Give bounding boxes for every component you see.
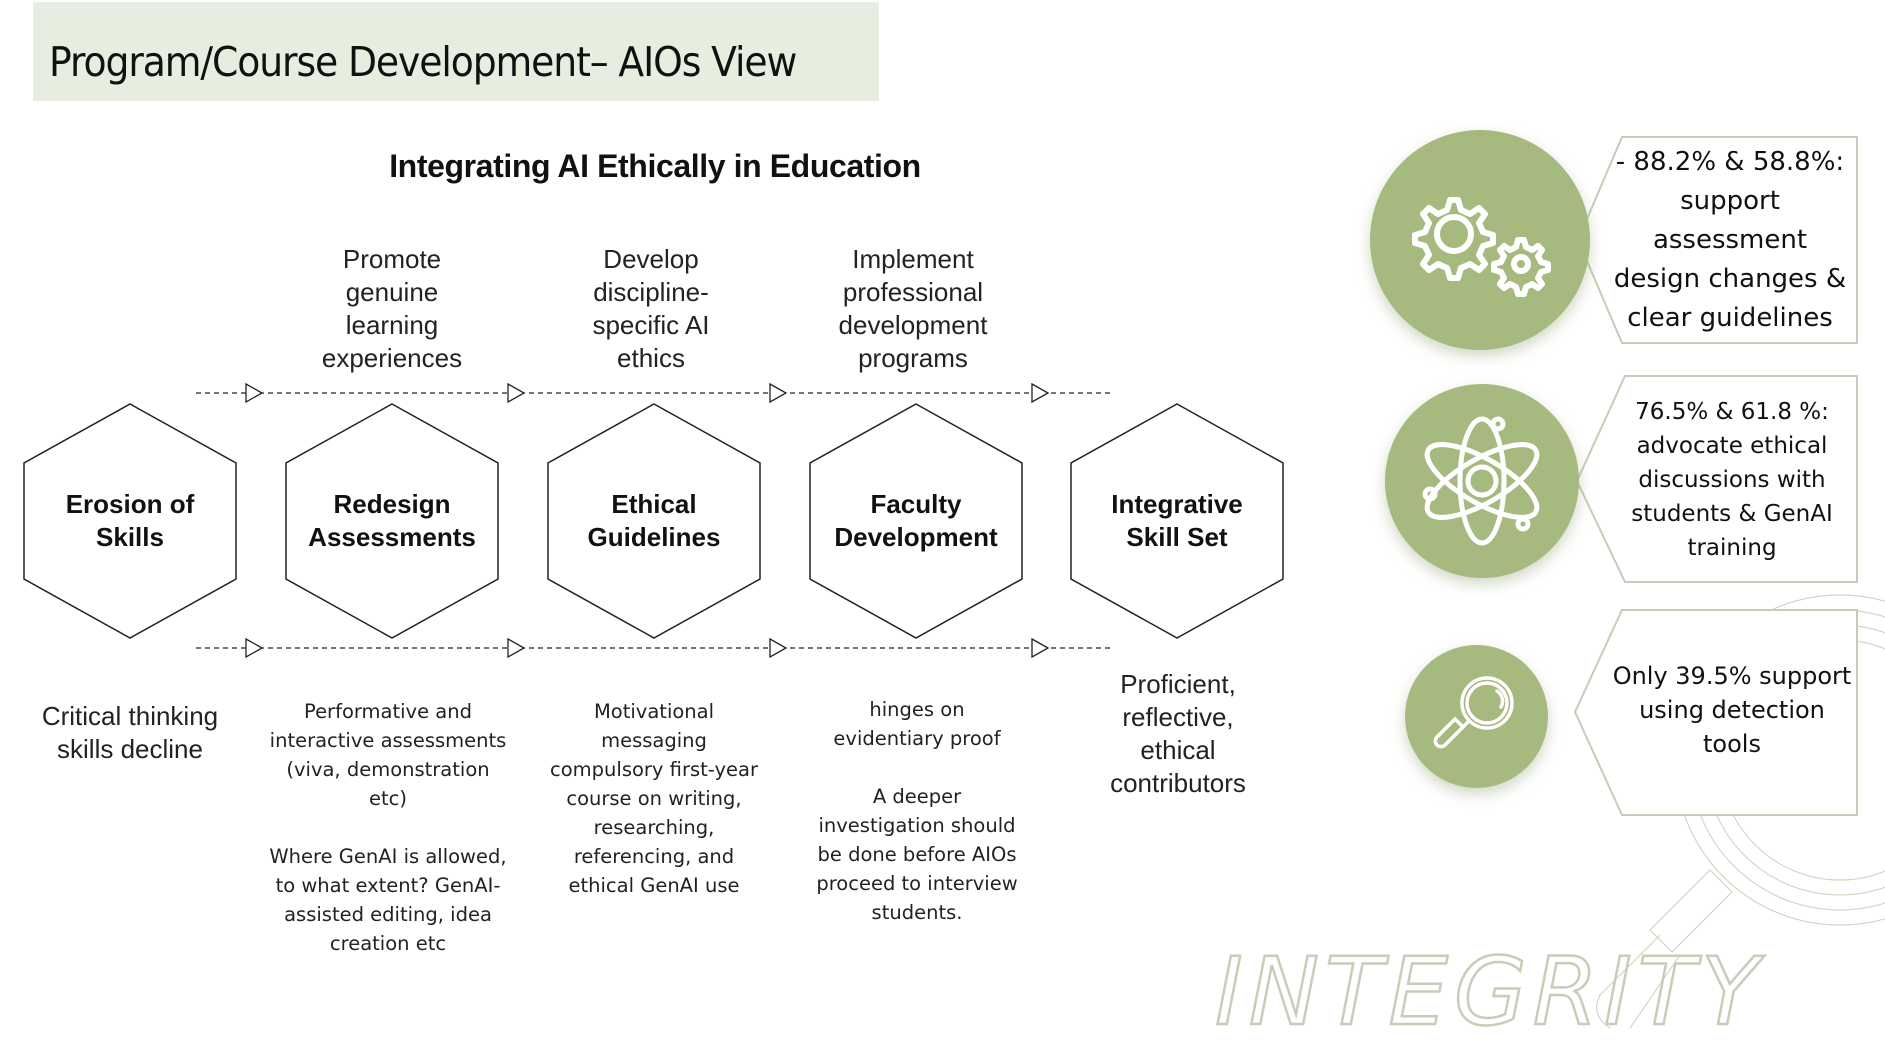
stat-text-2: 76.5% & 61.8 %: advocate ethical discuss… xyxy=(1631,399,1833,561)
integrity-watermark: INTEGRITY xyxy=(1214,937,1765,1047)
arrowhead-icons xyxy=(245,382,1050,659)
hexagon-ethical-guidelines: Ethical Guidelines xyxy=(547,403,761,639)
hexagon-redesign-assessments: Redesign Assessments xyxy=(285,403,499,639)
step-label-develop: Develop discipline- specific AI ethics xyxy=(592,244,710,373)
description-integrative-skill-set: Proficient, reflective, ethical contribu… xyxy=(1110,669,1246,798)
hexagon-label: Faculty Development xyxy=(834,489,998,552)
stat-text-3: Only 39.5% support using detection tools xyxy=(1612,662,1852,758)
stat-circle-1 xyxy=(1370,130,1590,350)
hexagon-integrative-skill-set: Integrative Skill Set xyxy=(1070,403,1284,639)
description-erosion-of-skills: Critical thinking skills decline xyxy=(41,701,219,764)
step-label-promote: Promote genuine learning experiences xyxy=(321,244,463,373)
slide-title: Program/Course Development– AIOs View xyxy=(49,38,797,86)
slide-header: Program/Course Development– AIOs View xyxy=(33,2,879,101)
step-label-implement: Implement professional development progr… xyxy=(838,244,988,373)
stat-circle-2 xyxy=(1385,384,1579,578)
description-ethical-guidelines: Motivational messaging compulsory first-… xyxy=(550,700,758,897)
magnifier-icon xyxy=(1433,676,1514,749)
hexagon-erosion-of-skills: Erosion of Skills xyxy=(23,403,237,639)
atom-icon xyxy=(1422,416,1540,546)
hexagon-label: Redesign Assessments xyxy=(308,489,476,552)
hexagon-label: Erosion of Skills xyxy=(65,489,195,552)
stat-text-1: - 88.2% & 58.8%: support assessment desi… xyxy=(1613,146,1847,333)
hexagon-faculty-development: Faculty Development xyxy=(809,403,1023,639)
gears-icon xyxy=(1412,197,1551,297)
diagram-title: Integrating AI Ethically in Education xyxy=(389,148,921,184)
hexagon-label: Ethical Guidelines xyxy=(587,489,721,552)
description-faculty-development: hinges on evidentiary proof A deeper inv… xyxy=(816,698,1018,924)
hexagon-label: Integrative Skill Set xyxy=(1111,489,1243,552)
description-redesign-assessments: Performative and interactive assessments… xyxy=(269,700,507,955)
stat-circle-3 xyxy=(1405,645,1548,788)
